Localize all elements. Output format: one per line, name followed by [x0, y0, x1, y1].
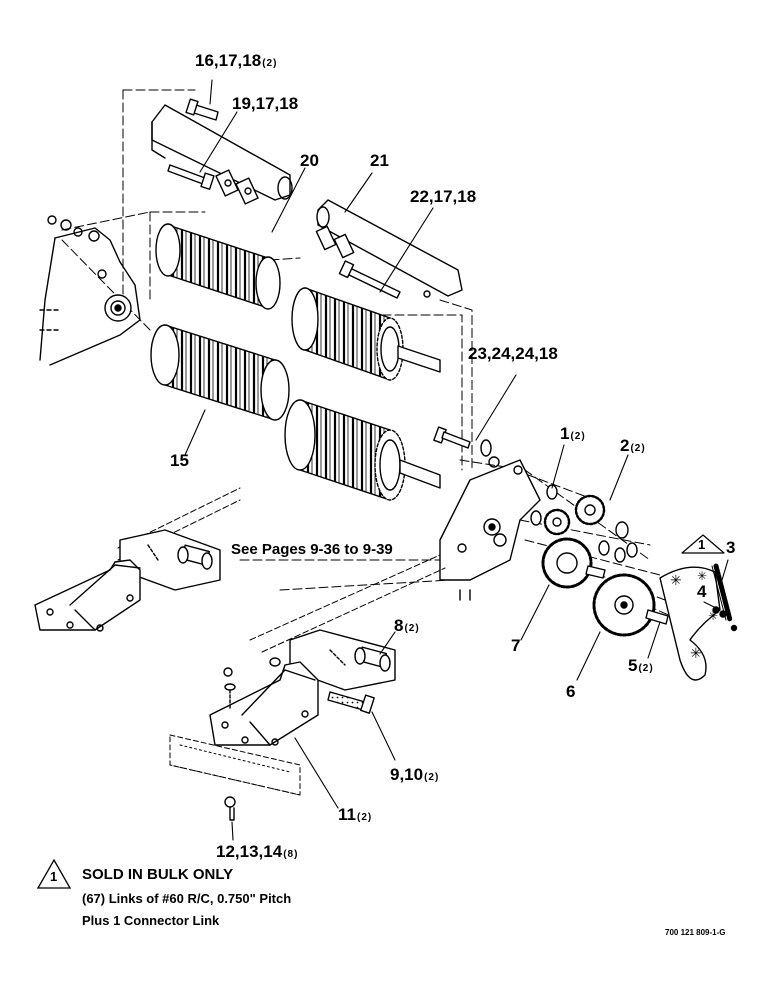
connector-link-4	[712, 606, 738, 632]
callout-qty: (8)	[283, 849, 299, 860]
sprocket-6	[592, 573, 656, 637]
roll-15	[150, 324, 290, 421]
bolt-22	[338, 260, 401, 299]
leader-lines	[184, 79, 729, 841]
callout-text: 21	[370, 151, 389, 170]
callout-text: 23,24,24,18	[468, 344, 558, 363]
callout-text: 11	[338, 805, 356, 824]
callout-text: 7	[511, 636, 521, 655]
callout-7: 7	[511, 637, 520, 654]
roll-upper-front	[291, 287, 441, 381]
svg-text:✳: ✳	[708, 609, 718, 623]
callout-text: 5	[628, 656, 638, 675]
wedge-bracket-upper	[34, 559, 141, 632]
bolt-16	[185, 98, 219, 121]
callout-21: 21	[370, 152, 389, 169]
callout-16-17-18: 16,17,18(2)	[195, 52, 277, 69]
callout-text: 9,10	[390, 765, 424, 784]
callout-11: 11(2)	[338, 806, 372, 823]
left-side-frame	[39, 215, 141, 366]
callout-qty: (2)	[630, 443, 646, 454]
bolt-19	[167, 164, 215, 190]
callout-20: 20	[300, 152, 319, 169]
callout-text: 19,17,18	[232, 94, 299, 113]
callout-text: 1	[560, 424, 570, 443]
note-line: Plus 1 Connector Link	[82, 913, 220, 928]
plate-lower	[289, 629, 396, 691]
callout-15: 15	[170, 452, 189, 469]
callout-1: 1(2)	[560, 425, 586, 442]
spacer-1	[530, 484, 558, 526]
washers-right	[598, 521, 638, 563]
wedge-bracket-11	[209, 661, 319, 746]
callout-text: 22,17,18	[410, 187, 477, 206]
cutter-bar	[169, 734, 301, 796]
key-5	[645, 609, 669, 625]
right-side-frame	[439, 456, 541, 601]
callout-text: 2	[620, 436, 630, 455]
callout-6: 6	[566, 683, 575, 700]
note-title: SOLD IN BULK ONLY	[82, 866, 234, 883]
bolt-12	[224, 796, 236, 821]
callout-2: 2(2)	[620, 437, 646, 454]
roll-20	[155, 223, 281, 310]
upper-front-roll-support	[315, 199, 463, 298]
callout-text: 20	[300, 151, 319, 170]
triangle-number: 1	[698, 537, 706, 552]
callout-qty: (2)	[404, 623, 420, 634]
callout-qty: (2)	[424, 772, 440, 783]
note-triangle-number: 1	[50, 869, 58, 884]
page-reference: See Pages 9-36 to 9-39	[231, 541, 393, 558]
chain-shield: ✳ ✳ ✳ ✳	[659, 566, 721, 681]
svg-text:✳: ✳	[690, 645, 702, 661]
note-line: (67) Links of #60 R/C, 0.750" Pitch	[82, 891, 292, 906]
plate-upper	[119, 529, 221, 591]
note-triangle-1	[681, 534, 725, 554]
callout-3: 3	[726, 539, 735, 556]
svg-text:✳: ✳	[697, 569, 707, 583]
upper-rear-roll-support	[151, 104, 293, 205]
callout-9-10: 9,10(2)	[390, 766, 439, 783]
callout-12-13-14: 12,13,14(8)	[216, 843, 298, 860]
callout-text: 8	[394, 616, 404, 635]
callout-text: 12,13,14	[216, 842, 283, 861]
callout-text: 16,17,18	[195, 51, 262, 70]
callout-text: 15	[170, 451, 189, 470]
bolt-23	[433, 426, 492, 457]
callout-qty: (2)	[356, 812, 373, 823]
callout-8: 8(2)	[394, 617, 420, 634]
callout-qty: (2)	[638, 663, 654, 674]
callout-19-17-18: 19,17,18	[232, 95, 298, 112]
callout-22-17-18: 22,17,18	[410, 188, 476, 205]
callout-qty: (2)	[262, 58, 278, 69]
callout-qty: (2)	[570, 431, 586, 442]
roll-lower-front	[284, 399, 441, 501]
bolt-9	[327, 691, 375, 714]
drawing-number: 700 121 809-1-G	[665, 928, 726, 937]
callout-text: 4	[697, 582, 707, 601]
callout-23-24-24-18: 23,24,24,18	[468, 345, 558, 362]
note-triangle-icon	[36, 858, 72, 889]
callout-text: 3	[726, 538, 736, 557]
callout-4: 4	[697, 583, 706, 600]
svg-text:✳: ✳	[670, 572, 682, 588]
sprocket-7	[541, 537, 606, 589]
nut-washer	[223, 657, 281, 711]
callout-text: 6	[566, 682, 576, 701]
callout-5: 5(2)	[628, 657, 654, 674]
sprocket-2	[543, 494, 606, 536]
